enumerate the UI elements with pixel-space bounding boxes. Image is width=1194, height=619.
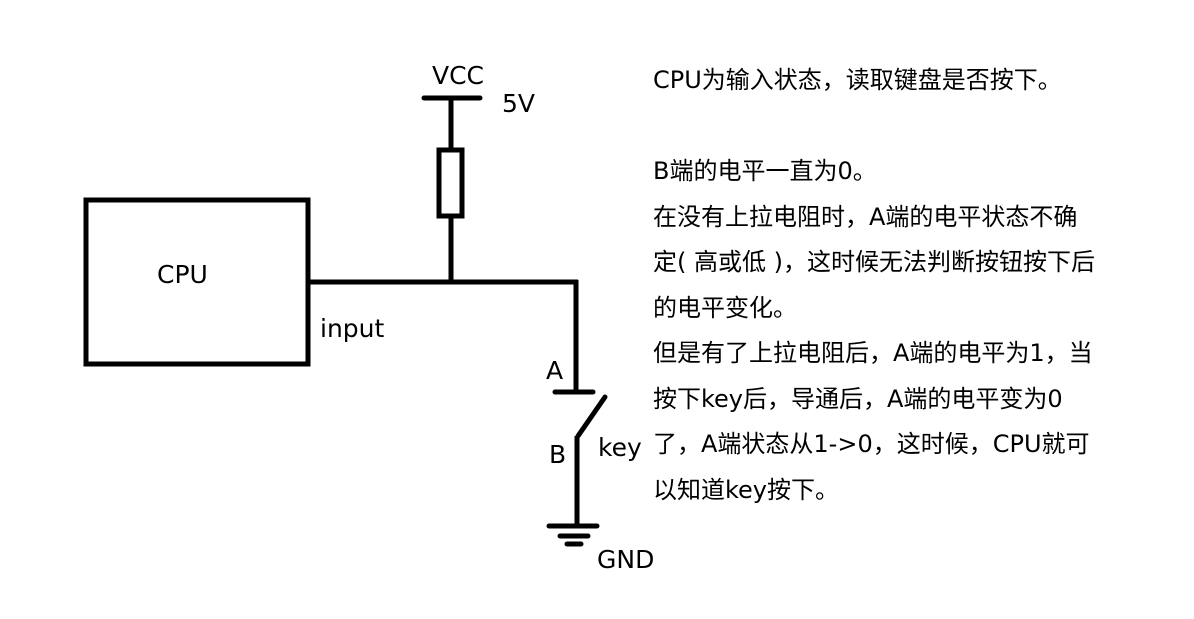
voltage-label: 5V <box>502 89 536 118</box>
pullup-resistor <box>436 147 465 219</box>
explanation-line: CPU为输入状态，读取键盘是否按下。 <box>653 66 1062 94</box>
node-a-label: A <box>546 356 564 385</box>
explanation-line: 以知道key按下。 <box>653 475 840 504</box>
explanation-blank-line <box>653 104 1173 150</box>
gnd-label: GND <box>597 545 655 574</box>
switch-lever <box>575 394 608 439</box>
node-b-label: B <box>549 440 567 469</box>
explanation-line: 按下key后，导通后，A端的电平变为0 <box>653 384 1063 413</box>
explanation-line: 定( 高或低 )，这时候无法判断按钮按下后 <box>653 248 1095 276</box>
cpu-label: CPU <box>157 260 208 289</box>
input-label: input <box>320 314 385 343</box>
explanation-line: 在没有上拉电阻时，A端的电平状态不确 <box>653 202 1078 231</box>
explanation-line: 了，A端状态从1->0，这时候，CPU就可 <box>653 430 1090 458</box>
ground-icon <box>546 523 600 547</box>
explanation-text: CPU为输入状态，读取键盘是否按下。 B端的电平一直为0。 在没有上拉电阻时，A… <box>653 58 1173 513</box>
key-label: key <box>598 433 642 462</box>
explanation-line: 但是有了上拉电阻后，A端的电平为1，当 <box>653 339 1093 367</box>
vcc-label: VCC <box>432 61 485 90</box>
explanation-line: B端的电平一直为0。 <box>653 157 877 185</box>
explanation-line: 的电平变化。 <box>653 293 797 322</box>
